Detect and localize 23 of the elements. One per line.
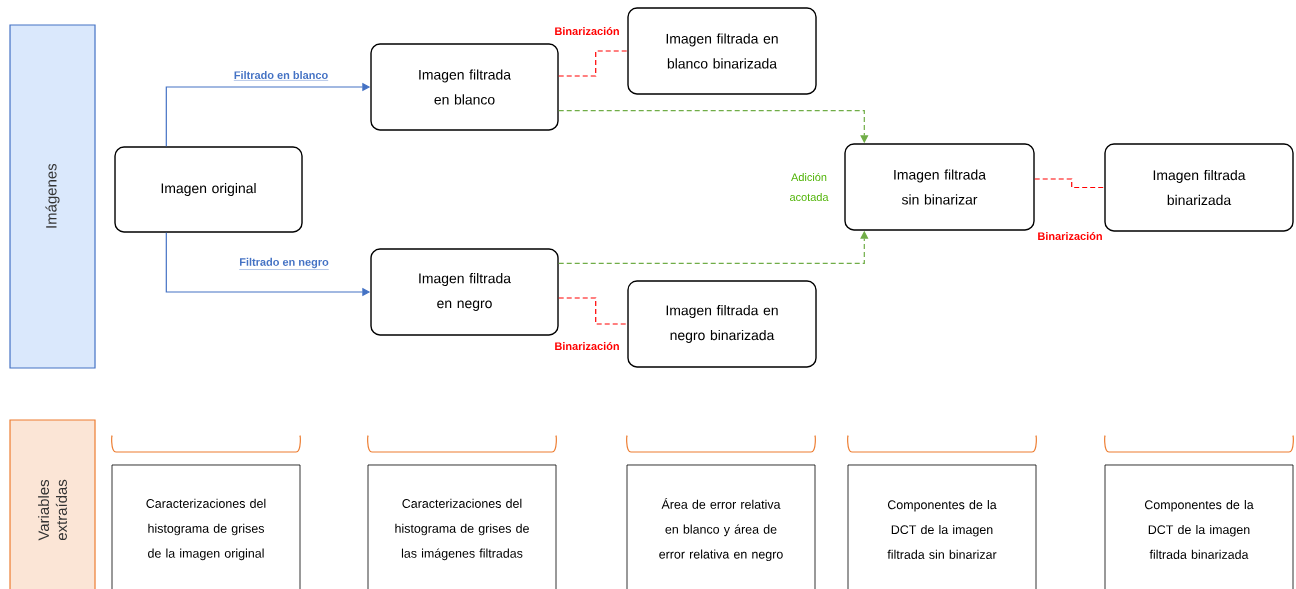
result-box: Área de error relativa en blanco y área de error relativa en negro [626,464,816,589]
edge-label: Binarización [553,25,621,37]
edge-label: Filtrado en blanco [232,70,330,82]
edge-label: Binarización [553,340,621,352]
process-box: Imagen filtrada en negro binarizada [627,280,817,368]
result-box: Componentes de la DCT de la imagen filtrada binarizada [1104,464,1294,589]
process-box: Imagen filtrada binarizada [1104,143,1294,232]
process-box: Imagen filtrada en blanco [370,43,559,131]
edge-label: Binarización [1036,230,1104,242]
connector [1034,178,1105,189]
connector [558,297,628,325]
edge-label: Filtrado en negro [238,256,330,272]
process-box: Imagen original [114,146,303,233]
result-box: Caracterizaciones del histograma de grises de las imágenes filtradas [367,464,557,589]
result-box: Componentes de la DCT de la imagen filtrada sin binarizar [847,464,1037,589]
category-band: Variables extraídas [9,419,96,589]
process-box: Imagen filtrada en negro [370,248,559,336]
side-label: Adición acotada [789,172,829,202]
result-box: Caracterizaciones del histograma de grises de la imagen original [111,464,301,589]
connector [558,50,628,77]
process-box: Imagen filtrada en blanco binarizada [627,7,817,95]
category-band: Imágenes [9,24,96,369]
process-box: Imagen filtrada sin binarizar [844,143,1035,231]
